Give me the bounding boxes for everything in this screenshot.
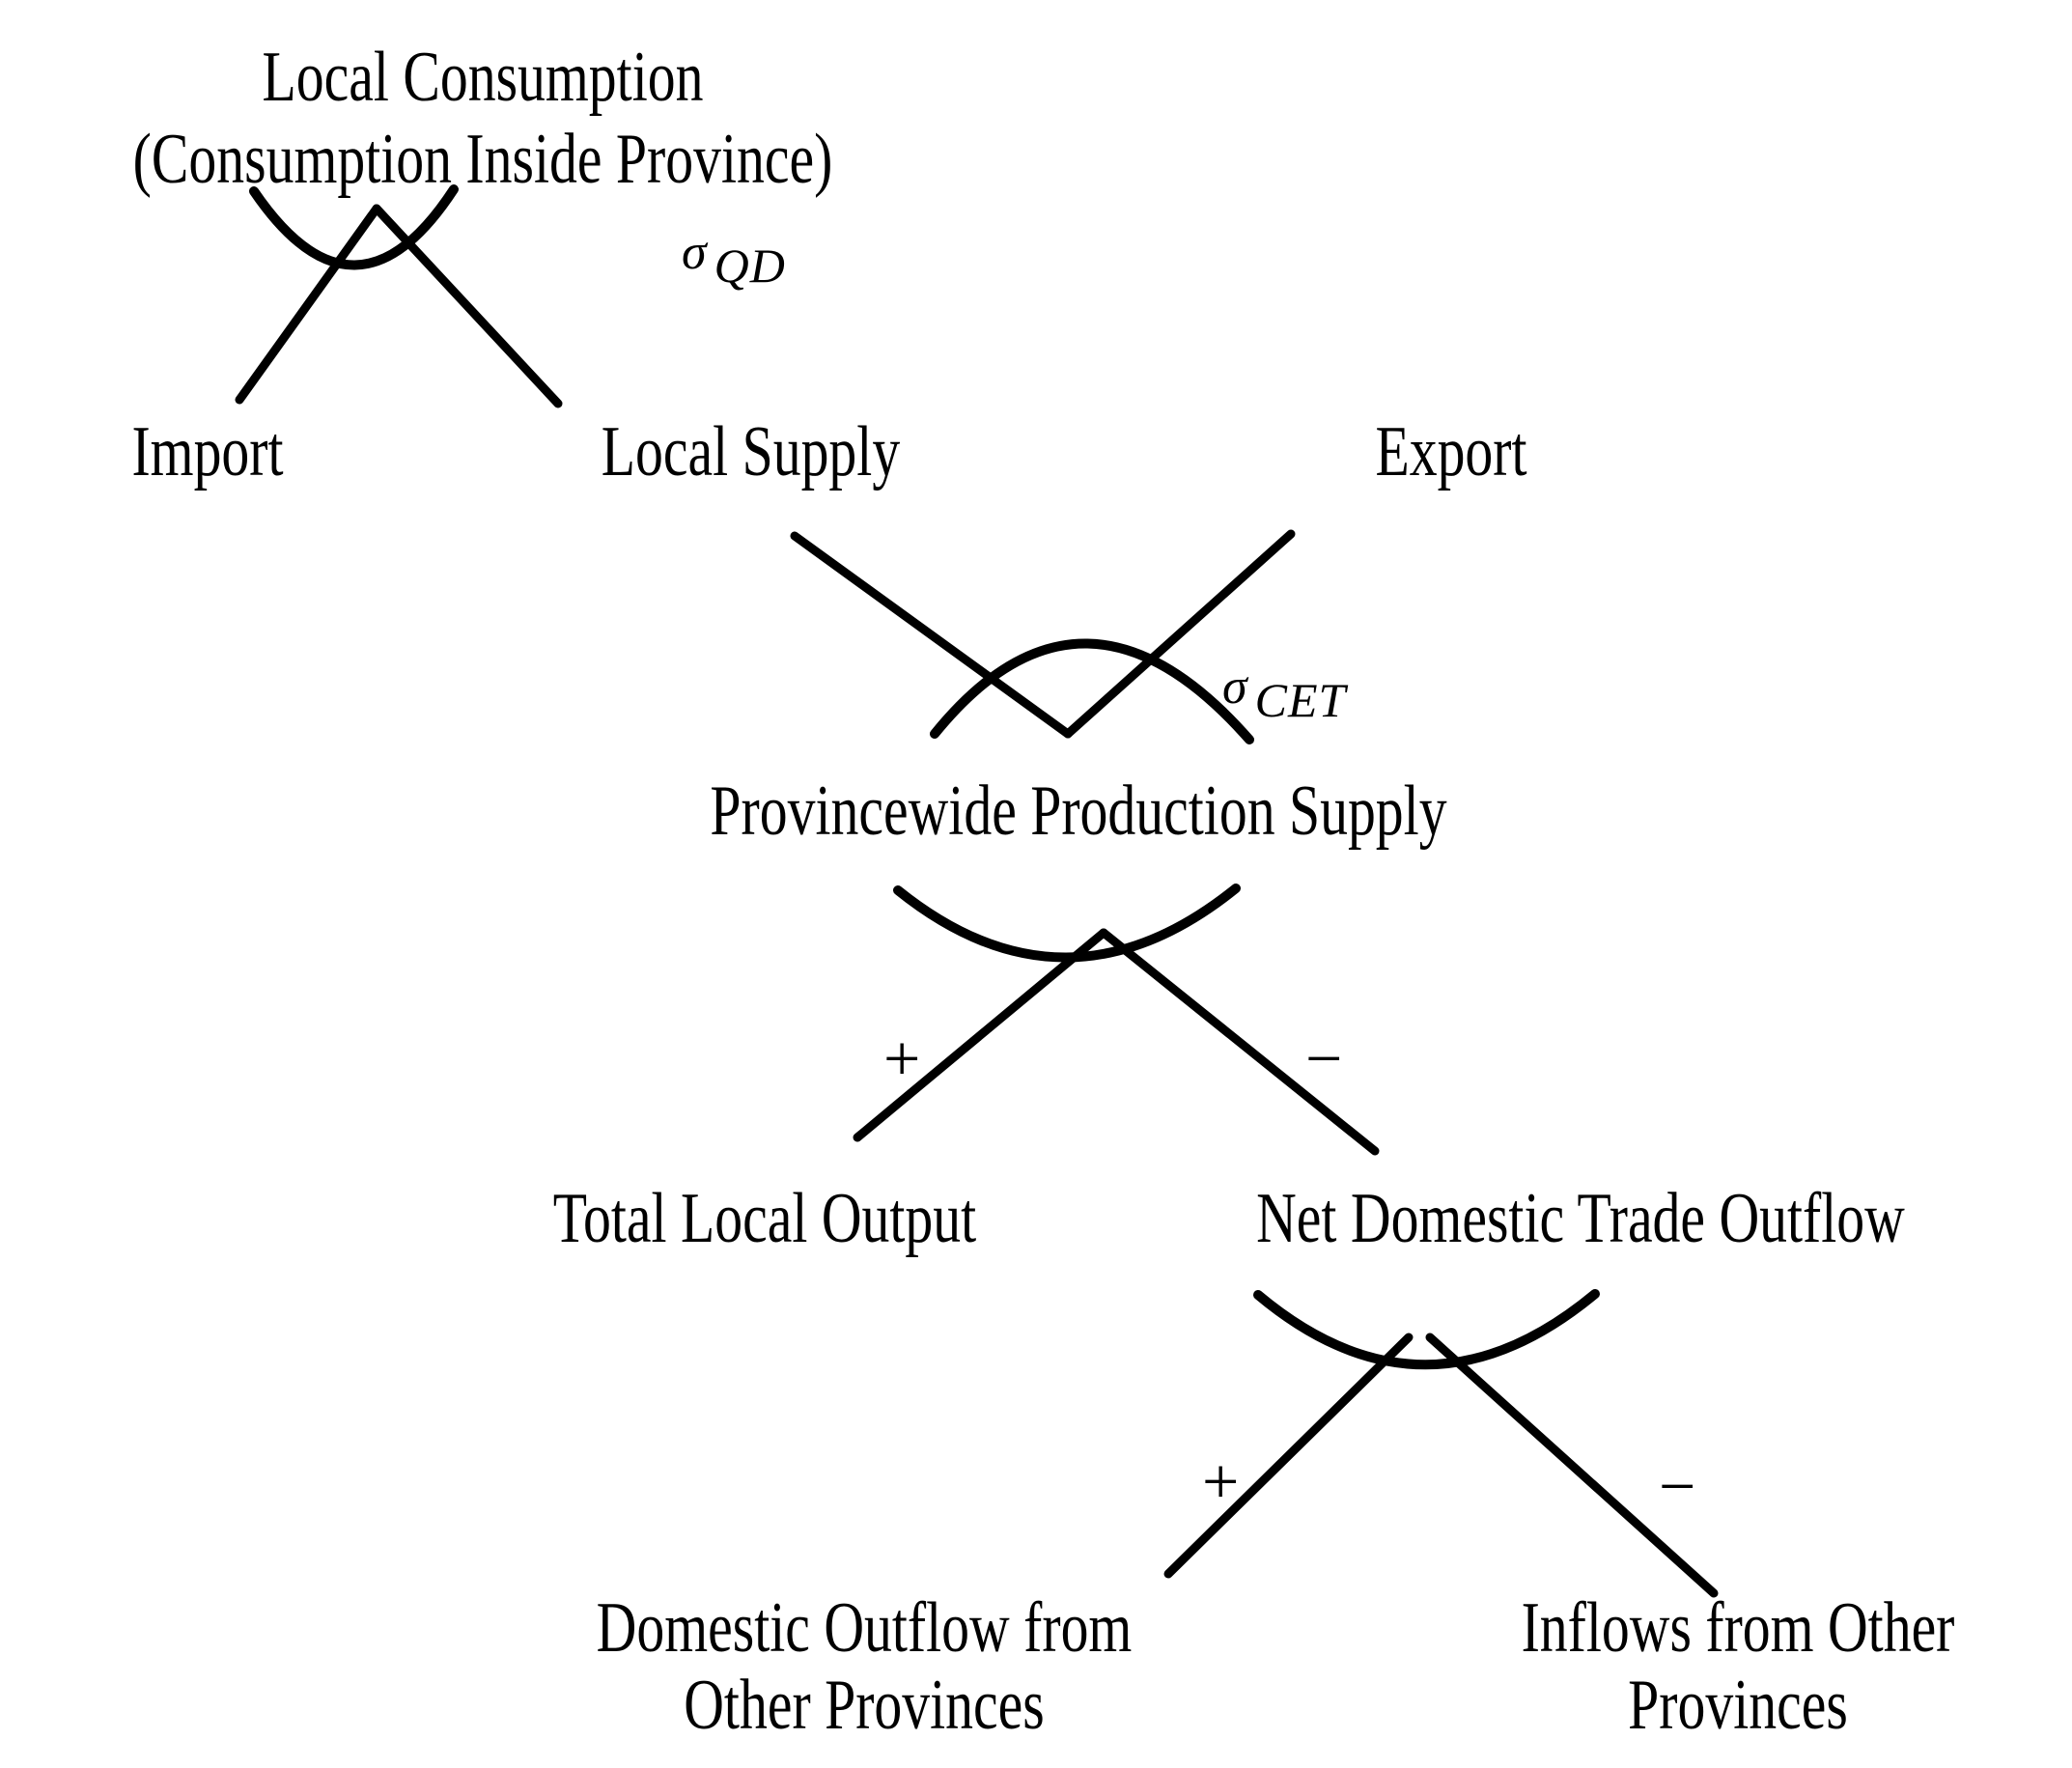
branch-line-consumption-to-import	[235, 204, 381, 405]
branch-line-outflow-to-inflows	[1425, 1333, 1719, 1598]
node-import: Import	[131, 412, 284, 491]
node-export: Export	[1375, 412, 1527, 491]
sigma-cet-glyph: σ	[1222, 659, 1247, 715]
node-provincewide-production-supply: Provincewide Production Supply	[710, 772, 1447, 851]
node-domestic-outflow-line2: Other Provinces	[684, 1666, 1045, 1745]
cet-arc	[930, 638, 1254, 744]
node-inflows-line2: Provinces	[1628, 1666, 1848, 1745]
operator-minus-production: −	[1305, 1022, 1343, 1095]
node-inflows-line1: Inflows from Other	[1521, 1588, 1955, 1668]
operator-plus-production: +	[883, 1022, 921, 1095]
identity-arc-outflow	[1253, 1289, 1600, 1370]
sigma-qd-glyph: σ	[682, 225, 707, 280]
sigma-cet-subscript: CET	[1254, 673, 1347, 727]
node-local-consumption-line1: Local Consumption	[262, 38, 704, 117]
identity-arc-production	[893, 884, 1241, 963]
sigma-qd-subscript: QD	[714, 239, 786, 293]
node-total-local-output: Total Local Output	[552, 1179, 977, 1258]
node-net-domestic-trade-outflow: Net Domestic Trade Outflow	[1256, 1179, 1905, 1258]
node-domestic-outflow-line1: Domestic Outflow from	[596, 1588, 1133, 1668]
branch-line-export-to-production	[1063, 529, 1296, 739]
branch-line-outflow-to-domestic-outflow	[1163, 1333, 1414, 1579]
ces-arc-qd	[249, 184, 459, 270]
branch-line-production-to-net-outflow	[1099, 928, 1380, 1156]
node-local-supply: Local Supply	[601, 412, 901, 491]
branch-line-local-supply-to-production	[790, 531, 1073, 739]
operator-plus-outflow: +	[1202, 1445, 1240, 1518]
branch-line-production-to-total-local-output	[853, 928, 1108, 1142]
node-local-consumption-line2: (Consumption Inside Province)	[132, 120, 833, 199]
branch-line-consumption-to-local-supply	[372, 204, 563, 408]
operator-minus-outflow: −	[1659, 1449, 1696, 1523]
